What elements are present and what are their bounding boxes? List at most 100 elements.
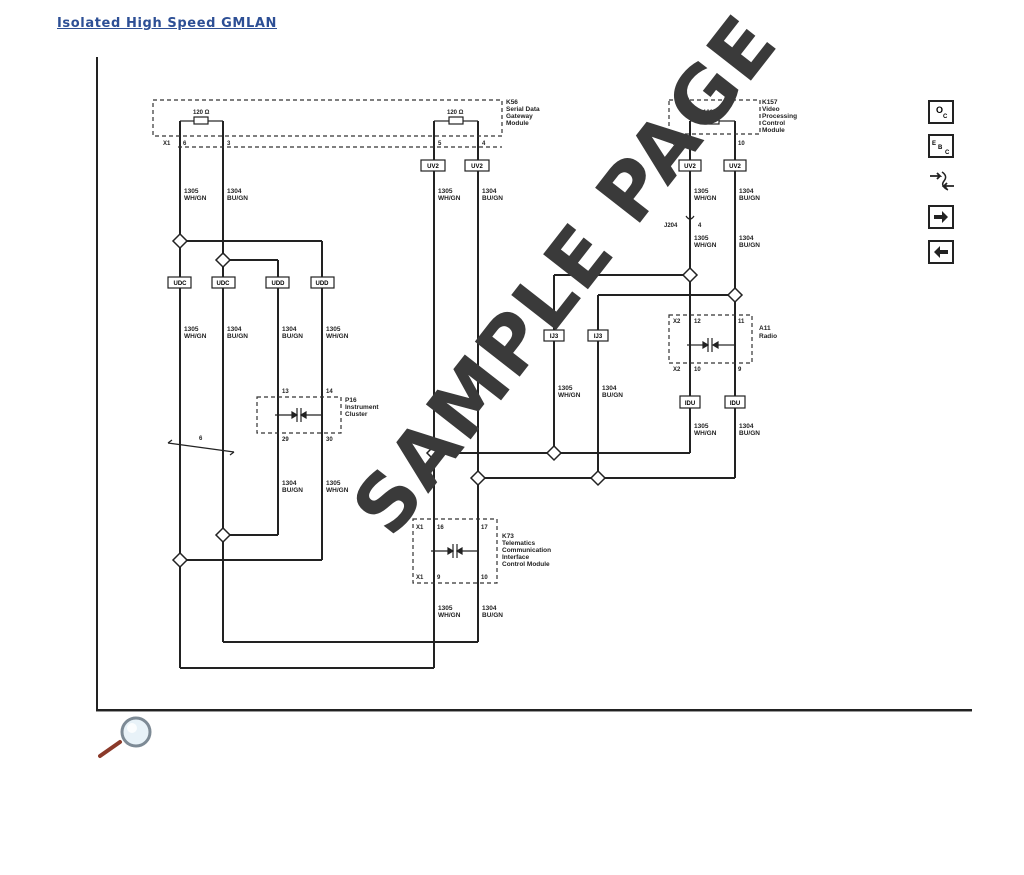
- svg-text:BU/GN: BU/GN: [739, 242, 760, 249]
- frame-bottom-border: [96, 709, 972, 712]
- pin-label: X1: [416, 575, 424, 581]
- svg-text:1304: 1304: [227, 326, 242, 333]
- svg-text:1304: 1304: [482, 605, 497, 612]
- svg-text:1304: 1304: [227, 188, 242, 195]
- module-a11-id: A11: [759, 325, 771, 332]
- svg-text:BU/GN: BU/GN: [482, 612, 503, 619]
- pin-label: X1: [416, 525, 424, 531]
- svg-text:WH/GN: WH/GN: [438, 195, 461, 202]
- svg-text:1305: 1305: [184, 188, 199, 195]
- module-k73-name-1: Telematics: [502, 540, 536, 547]
- module-k157-name-1: Video: [762, 106, 780, 113]
- splice-tag: UV2: [471, 164, 483, 170]
- module-k73-id: K73: [502, 533, 514, 540]
- module-boxes: [152, 99, 761, 584]
- svg-text:1304: 1304: [282, 480, 297, 487]
- next-page-icon[interactable]: [928, 205, 954, 229]
- module-k73-name-4: Control Module: [502, 561, 550, 568]
- svg-text:1304: 1304: [739, 423, 754, 430]
- splice-tag: UDD: [316, 281, 330, 287]
- splice-tag: UDC: [174, 281, 188, 287]
- svg-text:O: O: [936, 105, 943, 115]
- transceiver-symbols: [275, 338, 734, 558]
- svg-text:BU/GN: BU/GN: [227, 333, 248, 340]
- page-title-link[interactable]: Isolated High Speed GMLAN: [57, 16, 277, 31]
- svg-text:WH/GN: WH/GN: [558, 392, 581, 399]
- svg-text:1305: 1305: [694, 235, 709, 242]
- svg-text:1305: 1305: [558, 385, 573, 392]
- svg-text:1304: 1304: [739, 235, 754, 242]
- svg-text:1305: 1305: [184, 326, 199, 333]
- splice-points: [171, 232, 744, 569]
- pin-label: 9: [738, 367, 742, 373]
- pin-label: X2: [673, 367, 681, 373]
- svg-text:1304: 1304: [482, 188, 497, 195]
- splice-tag: UV2: [729, 164, 741, 170]
- splice-tag: UDD: [272, 281, 286, 287]
- svg-text:E: E: [932, 141, 936, 147]
- svg-text:1305: 1305: [694, 188, 709, 195]
- svg-text:BU/GN: BU/GN: [602, 392, 623, 399]
- pin-label: 6: [183, 141, 187, 147]
- splice-tag: UV2: [427, 164, 439, 170]
- pin-label: 13: [694, 141, 701, 147]
- splice-tag: IDU: [730, 401, 740, 407]
- svg-text:1304: 1304: [602, 385, 617, 392]
- pin-label: 11: [738, 319, 745, 325]
- svg-text:BU/GN: BU/GN: [739, 195, 760, 202]
- svg-text:WH/GN: WH/GN: [438, 612, 461, 619]
- pin-label: 5: [438, 141, 442, 147]
- svg-text:WH/GN: WH/GN: [326, 333, 349, 340]
- twist-count: 6: [199, 436, 203, 442]
- resistor-value-k157: 120 Ω: [703, 110, 720, 116]
- connector-end-view-icon[interactable]: E B C: [928, 134, 954, 158]
- module-k157-name-3: Control: [762, 120, 785, 127]
- pin-label: 30: [326, 437, 333, 443]
- pin-label: X1: [163, 141, 171, 147]
- splice-tag: UDC: [217, 281, 231, 287]
- pin-label: 9: [437, 575, 441, 581]
- magnifier-zoom-icon[interactable]: [98, 716, 158, 760]
- wiring-path-icon[interactable]: [928, 168, 956, 194]
- pin-label: 14: [326, 389, 333, 395]
- splice-tag: IDU: [685, 401, 695, 407]
- svg-text:C: C: [945, 150, 950, 156]
- svg-text:WH/GN: WH/GN: [694, 430, 717, 437]
- resistor-value-k56-left: 120 Ω: [193, 110, 210, 116]
- svg-text:BU/GN: BU/GN: [282, 333, 303, 340]
- svg-text:BU/GN: BU/GN: [739, 430, 760, 437]
- svg-text:WH/GN: WH/GN: [694, 242, 717, 249]
- module-p16-name-1: Instrument: [345, 404, 379, 411]
- pin-label: 10: [481, 575, 488, 581]
- module-k73-name-2: Communication: [502, 547, 551, 554]
- svg-text:1304: 1304: [282, 326, 297, 333]
- pin-label: X2: [673, 319, 681, 325]
- svg-text:1305: 1305: [694, 423, 709, 430]
- module-p16-name-2: Cluster: [345, 411, 368, 418]
- splice-id-label: J204: [664, 223, 678, 229]
- component-locator-icon[interactable]: O C: [928, 100, 954, 124]
- splice-tag: UV2: [684, 164, 696, 170]
- pin-label: 29: [282, 437, 289, 443]
- pin-label: 4: [482, 141, 486, 147]
- svg-text:1305: 1305: [326, 480, 341, 487]
- previous-page-icon[interactable]: [928, 240, 954, 264]
- module-k157-id: K157: [762, 99, 778, 106]
- svg-text:1305: 1305: [438, 188, 453, 195]
- svg-text:B: B: [938, 145, 943, 151]
- svg-text:BU/GN: BU/GN: [282, 487, 303, 494]
- module-k56-id: K56: [506, 99, 518, 106]
- resistor-value-k56-right: 120 Ω: [447, 110, 464, 116]
- svg-text:WH/GN: WH/GN: [184, 195, 207, 202]
- module-p16-id: P16: [345, 397, 357, 404]
- svg-text:WH/GN: WH/GN: [184, 333, 207, 340]
- pin-label: X1: [673, 141, 681, 147]
- svg-text:WH/GN: WH/GN: [694, 195, 717, 202]
- pin-label: 10: [694, 367, 701, 373]
- wire-lines: [179, 121, 736, 669]
- frame-left-border: [96, 57, 98, 712]
- pin-label: 17: [481, 525, 488, 531]
- pin-label: 16: [437, 525, 444, 531]
